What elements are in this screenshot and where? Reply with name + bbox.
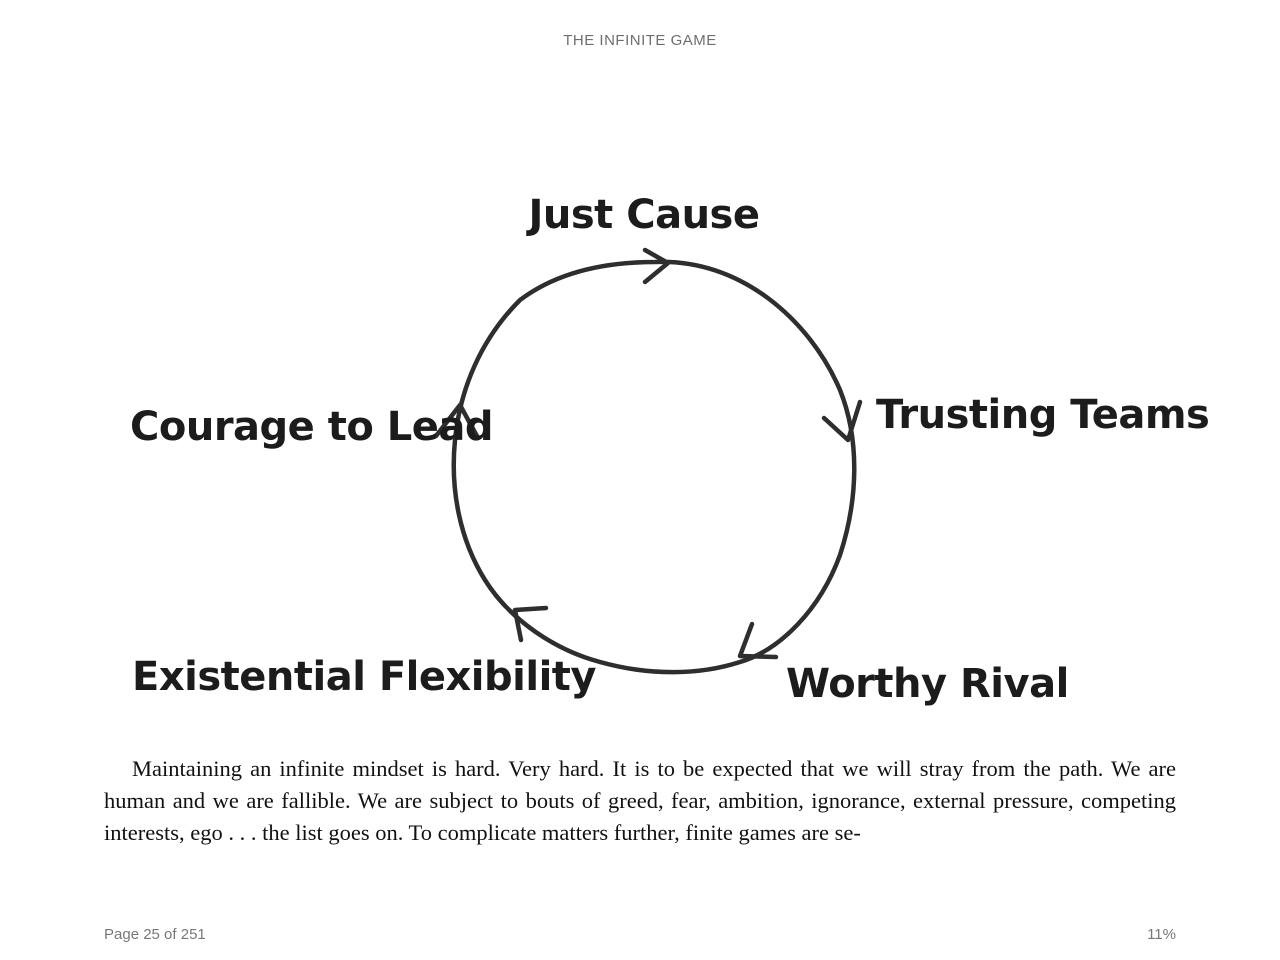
arrow-left [433,402,481,441]
label-courage-to-lead: Courage to Lead [130,404,493,450]
page-indicator: Page 25 of 251 [104,926,206,943]
label-worthy-rival: Worthy Rival [786,661,1069,707]
running-head-title: THE INFINITE GAME [563,32,717,49]
arrow-bottom-right [737,621,779,660]
cycle-loop [451,259,857,675]
arrow-top [642,247,671,285]
arrow-bottom-left [512,605,549,643]
label-just-cause: Just Cause [526,192,760,238]
body-paragraph: Maintaining an infinite mindset is hard.… [104,756,1176,845]
infinite-mindset-cycle-figure: Just Cause Trusting Teams Worthy Rival E… [130,192,1210,707]
label-existential-flexibility: Existential Flexibility [132,654,596,700]
cycle-diagram: Just Cause Trusting Teams Worthy Rival E… [130,192,1210,707]
reading-progress: 11% [1147,926,1176,943]
label-trusting-teams: Trusting Teams [876,392,1209,438]
arrow-right [821,399,863,443]
